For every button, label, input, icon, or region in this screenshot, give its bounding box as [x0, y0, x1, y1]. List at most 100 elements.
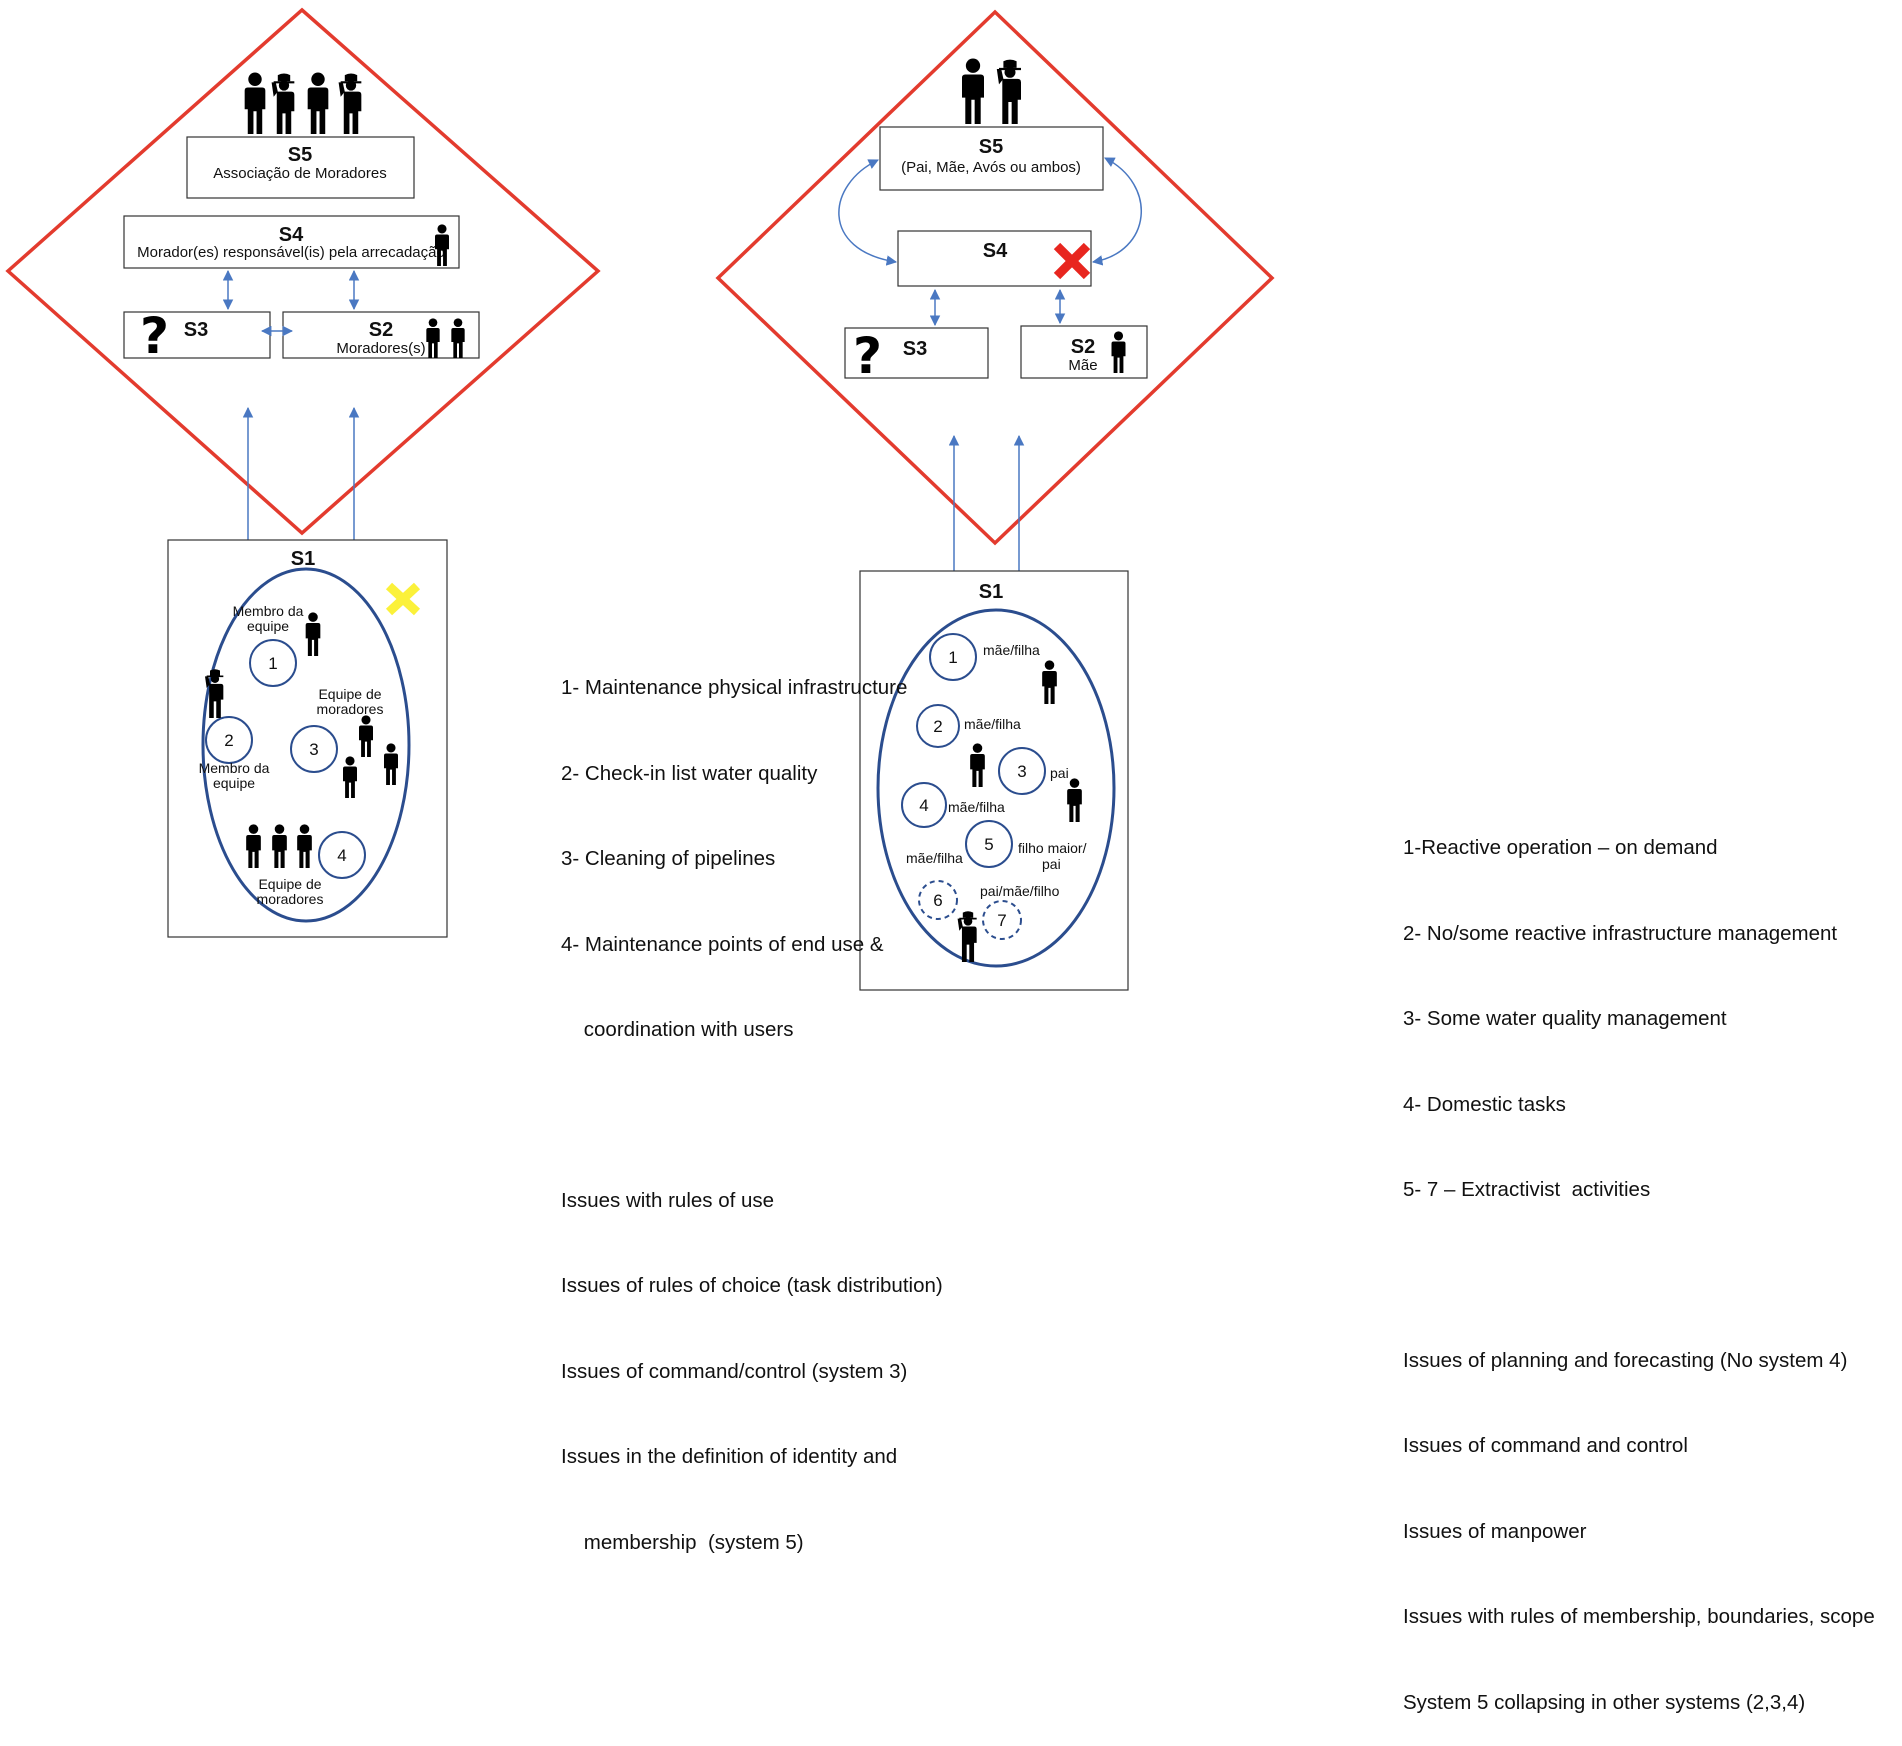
right-diamond — [715, 9, 1275, 546]
viable-system-diagram: S5 Associação de Moradores S4 Morador(es… — [5, 7, 1275, 991]
right-circle-7-number: 7 — [997, 911, 1006, 930]
right-notes: 1-Reactive operation – on demand 2- No/s… — [1403, 777, 1875, 1746]
left-s5-people-icon — [244, 72, 362, 134]
right-circle-3-number: 3 — [1017, 762, 1026, 781]
right-s5-title: S5 — [979, 136, 1003, 158]
right-circle-1-number: 1 — [948, 648, 957, 667]
right-issue-item: System 5 collapsing in other systems (2,… — [1403, 1690, 1806, 1714]
right-circle-3 — [998, 747, 1046, 795]
left-issue-item: Issues of command/control (system 3) — [561, 1359, 908, 1383]
left-s5-subtitle: Associação de Moradores — [213, 165, 386, 182]
right-circle-6-number: 6 — [933, 891, 942, 910]
right-issue-item: Issues with rules of membership, boundar… — [1403, 1605, 1875, 1628]
left-circle-4 — [318, 831, 366, 879]
right-s5-people-icon — [962, 58, 1021, 124]
left-circle-3-number: 3 — [309, 740, 318, 759]
right-note-item: 2- No/some reactive infrastructure manag… — [1403, 921, 1838, 945]
right-s2-title: S2 — [1071, 336, 1095, 358]
right-circle-5 — [965, 820, 1013, 868]
left-label-equipe-mid-1: Equipe de — [318, 686, 381, 702]
left-label-membro-bot-1: Membro da — [199, 760, 270, 776]
right-circle-6 — [918, 880, 958, 920]
left-s5-box: S5 Associação de Moradores — [186, 136, 415, 199]
left-label-equipe-bot-1: Equipe de — [258, 876, 321, 892]
left-s1-ellipse — [201, 567, 411, 923]
right-arrow-s5-s4-right — [1091, 157, 1142, 266]
left-s4-title: S4 — [279, 224, 304, 246]
right-s4-title: S4 — [983, 240, 1008, 262]
right-s4-box: S4 — [897, 230, 1092, 287]
left-note-item: 2- Check-in list water quality — [561, 761, 818, 785]
right-s5-subtitle: (Pai, Mãe, Avós ou ambos) — [901, 159, 1081, 176]
right-label-c5b: pai — [1042, 856, 1061, 872]
right-label-c3: pai — [1050, 765, 1069, 781]
right-issue-item: Issues of command and control — [1403, 1434, 1688, 1457]
right-circle-2 — [916, 704, 960, 748]
left-note-item: 4- Maintenance points of end use & — [561, 932, 884, 956]
left-s2-box: S2 Moradores(s) — [282, 311, 480, 359]
right-label-c2: mãe/filha — [964, 716, 1021, 732]
spacer — [561, 1102, 943, 1130]
right-label-c1: mãe/filha — [983, 642, 1040, 658]
right-issue-item: Issues of manpower — [1403, 1519, 1587, 1543]
right-s3-question-mark: ? — [853, 327, 882, 385]
left-note-item: 3- Cleaning of pipelines — [561, 847, 776, 870]
left-diamond — [5, 7, 601, 536]
left-s3-box: ? S3 — [123, 307, 271, 365]
left-diagram: S5 Associação de Moradores S4 Morador(es… — [5, 7, 601, 938]
left-issue-item: Issues of rules of choice (task distribu… — [561, 1274, 943, 1297]
left-label-membro-top-1: Membro da — [233, 603, 304, 619]
left-s2-title: S2 — [369, 319, 393, 341]
right-s1-title: S1 — [979, 581, 1003, 603]
left-s3-title: S3 — [184, 319, 208, 341]
right-note-item: 1-Reactive operation – on demand — [1403, 836, 1718, 859]
left-label-membro-top-2: equipe — [247, 618, 289, 634]
left-circle-2 — [205, 716, 253, 764]
right-issue-item: Issues of planning and forecasting (No s… — [1403, 1348, 1848, 1372]
right-s2-subtitle: Mãe — [1068, 357, 1097, 374]
right-arrow-s5-s4-left — [838, 159, 898, 266]
left-issue-item: membership (system 5) — [561, 1530, 804, 1554]
right-s3-box: ? S3 — [844, 327, 989, 385]
right-note-item: 5- 7 – Extractivist activities — [1403, 1178, 1651, 1201]
right-s1-box: S1 1 2 3 4 5 6 7 mãe/filha mãe/filha pai… — [859, 570, 1129, 991]
left-note-item: coordination with users — [561, 1018, 794, 1041]
right-s5-box: S5 (Pai, Mãe, Avós ou ambos) — [879, 126, 1104, 191]
right-s3-title: S3 — [903, 338, 927, 360]
left-s4-subtitle: Morador(es) responsável(is) pela arrecad… — [137, 244, 445, 261]
left-circle-4-number: 4 — [337, 846, 346, 865]
red-x-icon — [1053, 242, 1091, 280]
right-circle-5-number: 5 — [984, 835, 993, 854]
left-label-equipe-mid-2: moradores — [317, 701, 384, 717]
right-label-c4: mãe/filha — [948, 799, 1005, 815]
right-s2-box: S2 Mãe — [1020, 325, 1148, 379]
left-s1-title: S1 — [291, 548, 315, 570]
right-s1-circles — [901, 633, 1046, 940]
left-note-item: 1- Maintenance physical infrastructure — [561, 676, 908, 699]
right-circle-4 — [901, 782, 947, 828]
left-s5-title: S5 — [288, 144, 312, 166]
left-circle-3 — [290, 725, 338, 773]
right-label-c5c: mãe/filha — [906, 850, 963, 866]
left-s2-subtitle: Moradores(s) — [336, 340, 425, 357]
right-circle-2-number: 2 — [933, 717, 942, 736]
left-s1-box: S1 1 2 3 4 Membro da equipe Membro da eq… — [167, 539, 448, 938]
right-label-c5a: filho maior/ — [1018, 840, 1087, 856]
right-circle-4-number: 4 — [919, 796, 928, 815]
right-circle-1 — [929, 633, 977, 681]
spacer — [1403, 1262, 1875, 1290]
left-label-equipe-bot-2: moradores — [257, 891, 324, 907]
yellow-x-icon — [385, 582, 421, 616]
left-s4-box: S4 Morador(es) responsável(is) pela arre… — [123, 215, 460, 269]
right-diagram: S5 (Pai, Mãe, Avós ou ambos) S4 ? S3 S2 … — [715, 9, 1275, 991]
left-arrows — [222, 269, 360, 540]
right-note-item: 3- Some water quality management — [1403, 1007, 1727, 1030]
left-circle-2-number: 2 — [224, 731, 233, 750]
left-circle-1-number: 1 — [268, 654, 277, 673]
right-s1-ellipse — [876, 608, 1116, 968]
left-circle-1 — [249, 639, 297, 687]
left-issue-item: Issues in the definition of identity and — [561, 1445, 898, 1468]
left-issue-item: Issues with rules of use — [561, 1188, 775, 1212]
right-label-c67: pai/mãe/filho — [980, 883, 1060, 899]
left-s3-question-mark: ? — [140, 307, 169, 365]
